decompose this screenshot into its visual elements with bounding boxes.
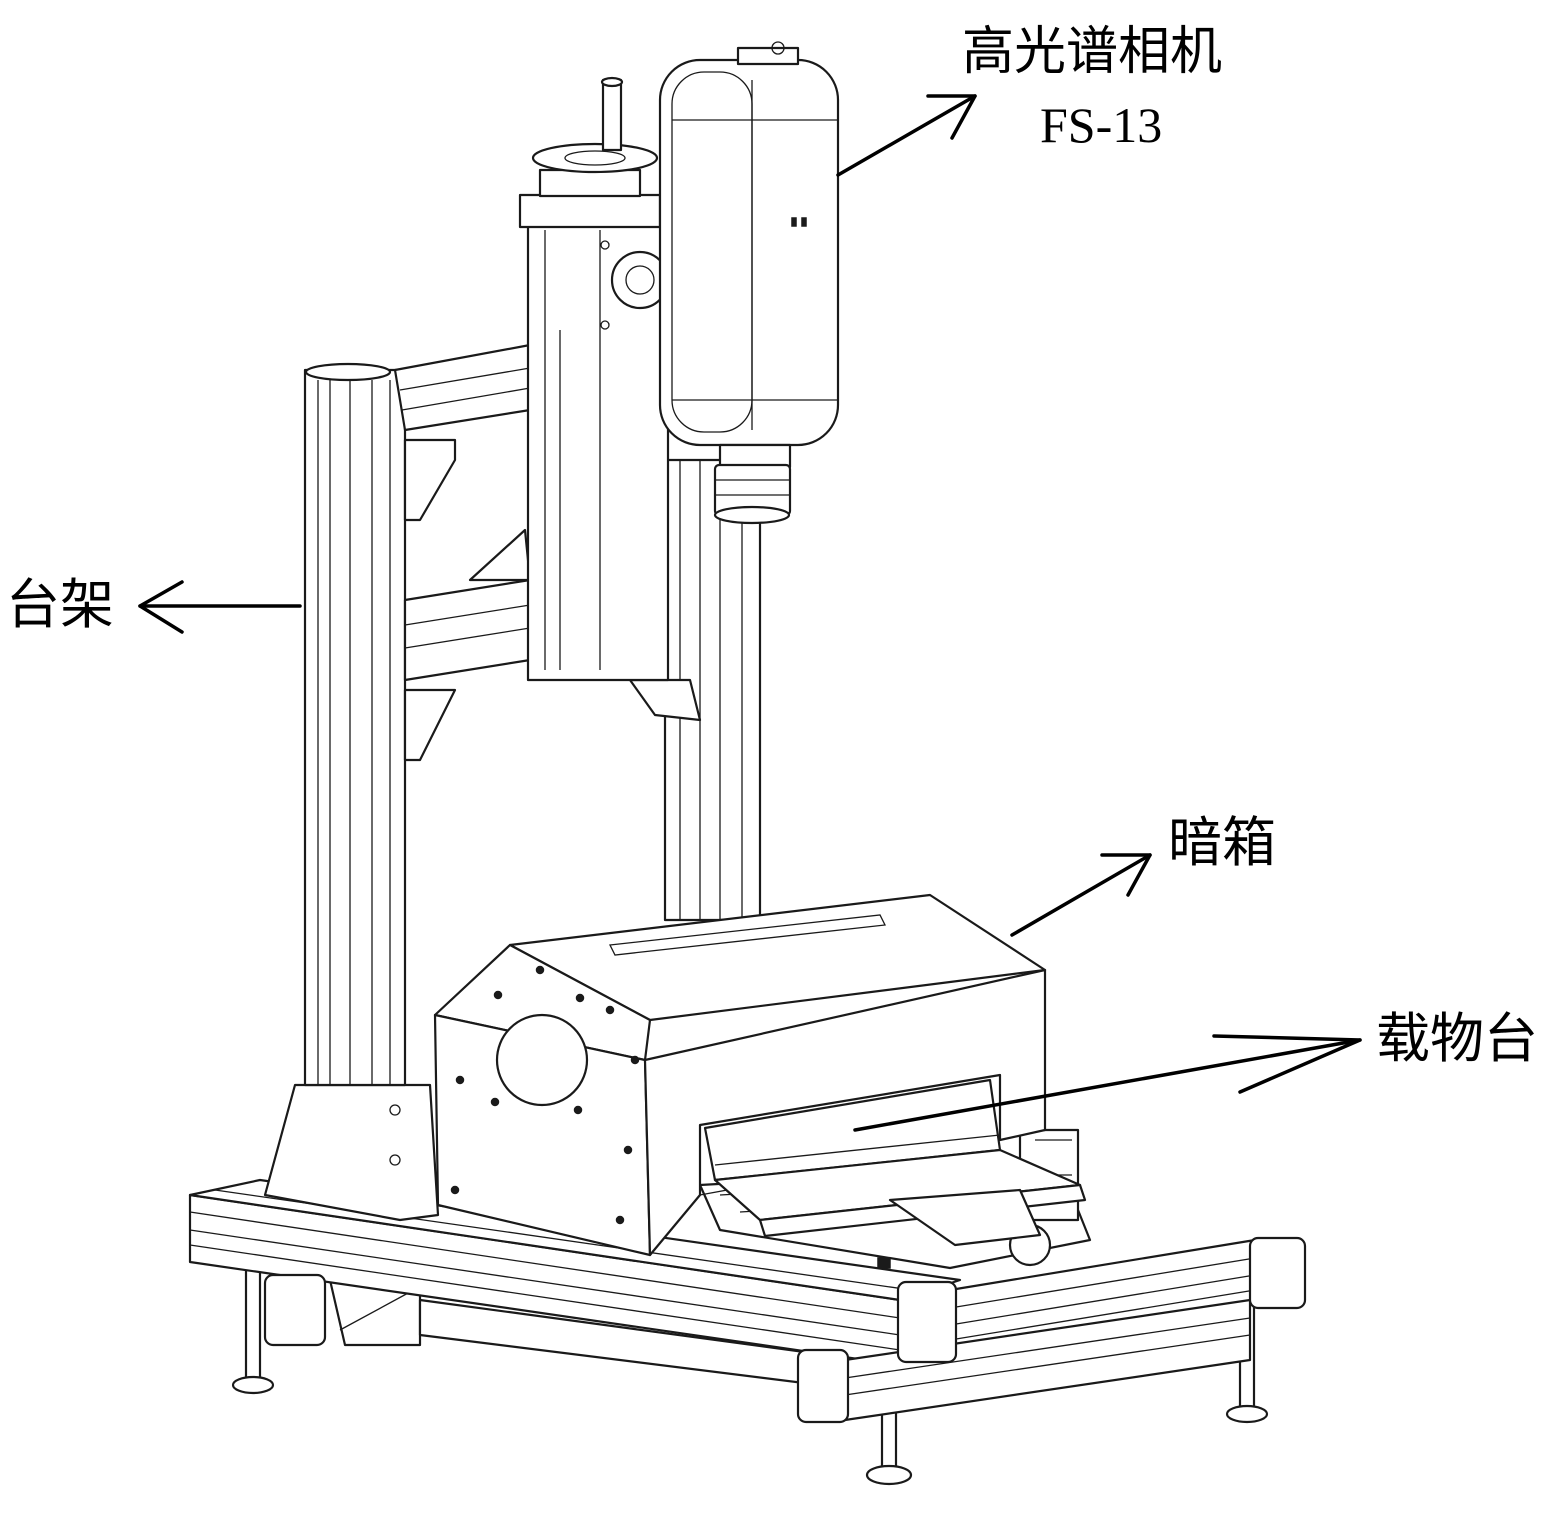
column-right-bracket bbox=[628, 678, 702, 722]
gusset-mid bbox=[468, 528, 532, 582]
corner-cap-rear-left bbox=[263, 1273, 327, 1347]
lens-ring bbox=[718, 443, 792, 469]
arrow-stage bbox=[853, 1034, 1362, 1132]
handwheel-hub bbox=[538, 168, 642, 198]
object-stage bbox=[703, 1078, 1087, 1269]
crossbar-lower bbox=[403, 578, 532, 682]
column-base-plate bbox=[263, 1083, 440, 1222]
gusset-upper bbox=[403, 438, 457, 522]
frame-right-column bbox=[628, 458, 762, 922]
corner-cap-front-low bbox=[796, 1348, 850, 1424]
annotation-arrows bbox=[138, 94, 1362, 1132]
handwheel-crank bbox=[601, 78, 623, 152]
camera-label: 高光谱相机 bbox=[962, 22, 1223, 82]
arrow-dark-box bbox=[1010, 853, 1152, 937]
lift-module bbox=[518, 76, 670, 682]
frame-label: 台架 bbox=[6, 573, 114, 636]
arrow-camera bbox=[836, 94, 977, 177]
camera-model-label: FS-13 bbox=[1040, 97, 1163, 153]
camera-top-connector bbox=[736, 46, 800, 66]
stage-carriage bbox=[888, 1188, 1042, 1247]
gusset-lower bbox=[403, 688, 457, 762]
camera-body bbox=[658, 58, 840, 447]
dark-box-label: 暗箱 bbox=[1168, 811, 1276, 874]
leveling-foot-rear-left bbox=[231, 1266, 275, 1395]
corner-cap-front-center bbox=[896, 1280, 958, 1364]
frame-left-column bbox=[263, 362, 440, 1222]
corner-cap-right bbox=[1248, 1236, 1307, 1310]
handwheel bbox=[531, 142, 659, 174]
column-left-front bbox=[303, 368, 407, 1087]
lift-top-cap bbox=[518, 193, 662, 229]
hyperspectral-camera bbox=[658, 41, 840, 525]
dark-box-viewport bbox=[495, 1013, 589, 1107]
stage-label: 载物台 bbox=[1376, 1007, 1538, 1070]
dark-box bbox=[433, 893, 1047, 1257]
base-frame bbox=[188, 1128, 1307, 1486]
arrow-frame bbox=[138, 580, 302, 634]
